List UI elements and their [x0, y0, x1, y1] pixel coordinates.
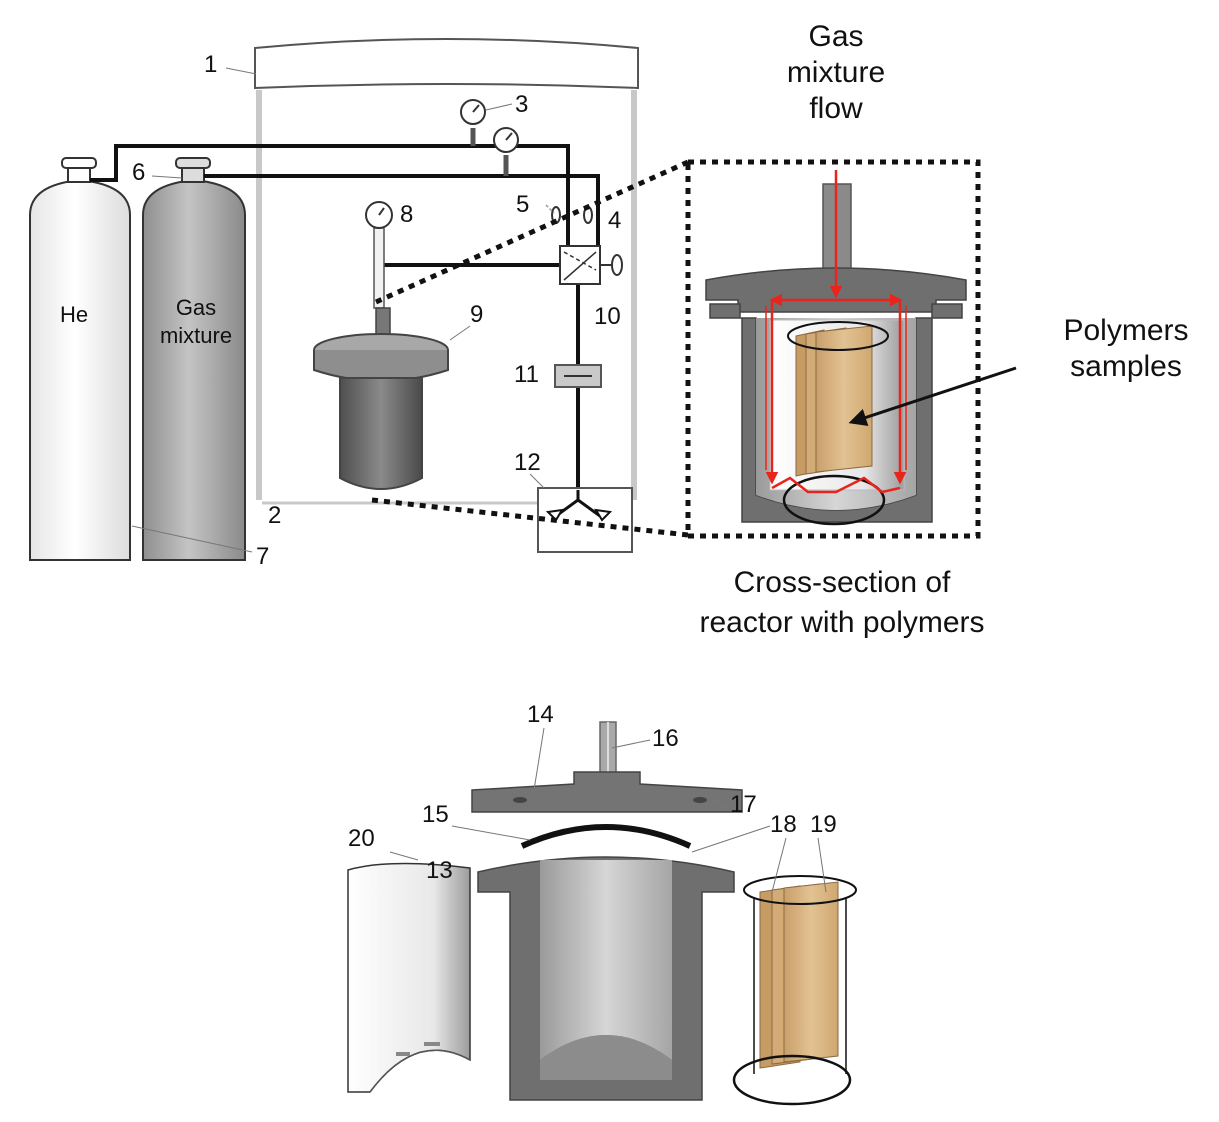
- label-7: 7: [256, 543, 269, 570]
- flow-label-line1: Gas: [808, 20, 863, 53]
- zoom-connectors: [371, 159, 690, 538]
- label-5: 5: [516, 191, 529, 218]
- label-6: 6: [132, 159, 145, 186]
- label-12: 12: [514, 449, 541, 476]
- bottom-number-labels: 13 14 15 16 17 18 19 20: [348, 701, 837, 893]
- polymer-samples: [787, 321, 889, 477]
- reactor-gauge: [365, 201, 393, 309]
- label-18: 18: [770, 811, 797, 838]
- mixing-valve: [559, 245, 623, 285]
- gas-mixture-label-line1: Gas: [176, 295, 216, 320]
- polymers-label-line1: Polymers: [1063, 314, 1188, 347]
- label-9: 9: [470, 301, 483, 328]
- flow-meter: [554, 364, 602, 388]
- gas-piping: [90, 144, 600, 490]
- label-1: 1: [204, 51, 217, 78]
- gas-mixture-label-line2: mixture: [160, 323, 232, 348]
- label-4: 4: [608, 207, 621, 234]
- flow-label-line2: mixture: [787, 56, 885, 89]
- o-ring: [520, 824, 692, 849]
- polymers-label-line2: samples: [1070, 350, 1182, 383]
- caption-line1: Cross-section of: [734, 566, 951, 599]
- label-11: 11: [514, 361, 539, 388]
- label-17: 17: [730, 791, 757, 818]
- pressure-gauge-he: [460, 99, 486, 146]
- helium-label: He: [60, 302, 88, 327]
- reactor-lid: [471, 721, 743, 813]
- reactor-cross-section: [705, 170, 967, 526]
- reactor: [313, 307, 449, 490]
- reactor-liner: [347, 862, 471, 1093]
- label-16: 16: [652, 725, 679, 752]
- label-15: 15: [422, 801, 449, 828]
- flow-label-line3: flow: [809, 92, 863, 125]
- pressure-gauge-mixture: [493, 127, 519, 176]
- gas-flow-arrows: [765, 170, 907, 494]
- gas-mixture-cylinder: Gas mixture: [142, 157, 246, 561]
- caption-line2: reactor with polymers: [699, 606, 984, 639]
- label-14: 14: [527, 701, 554, 728]
- label-10: 10: [594, 303, 621, 330]
- label-8: 8: [400, 201, 413, 228]
- top-number-labels: 1 2 3 4 5 6 7 8 9 10 11 12: [131, 51, 621, 570]
- reactor-body: [477, 856, 735, 1101]
- label-3: 3: [515, 91, 528, 118]
- label-2: 2: [268, 502, 281, 529]
- label-13: 13: [426, 857, 453, 884]
- helium-cylinder: He: [29, 157, 131, 561]
- polymers-pointer-arrow: [848, 366, 1017, 427]
- sample-holder: [732, 875, 857, 1106]
- label-20: 20: [348, 825, 375, 852]
- label-19: 19: [810, 811, 837, 838]
